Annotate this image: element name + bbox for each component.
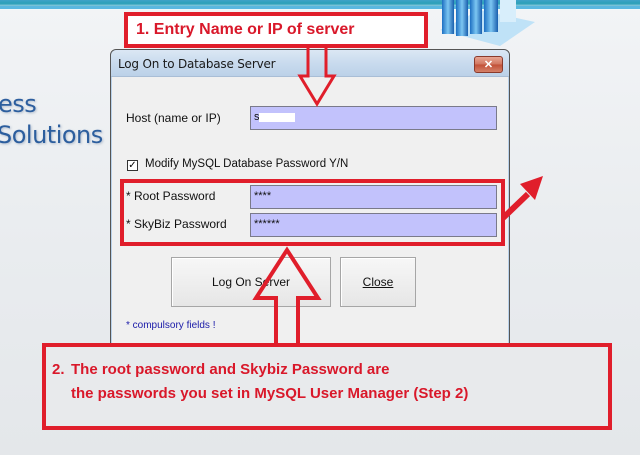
step2-callout-box bbox=[42, 343, 612, 430]
branding-text-line1: ess bbox=[0, 90, 37, 118]
dialog-titlebar[interactable]: Log On to Database Server ✕ bbox=[111, 50, 509, 77]
host-input[interactable]: s bbox=[250, 106, 497, 130]
step2-line1: The root password and Skybiz Password ar… bbox=[71, 361, 390, 378]
skybiz-password-label: * SkyBiz Password bbox=[126, 217, 227, 231]
branding-text-line2: Solutions bbox=[0, 121, 103, 149]
dialog-title: Log On to Database Server bbox=[118, 57, 276, 71]
root-password-label: * Root Password bbox=[126, 189, 216, 203]
modify-password-label: Modify MySQL Database Password Y/N bbox=[145, 158, 349, 170]
host-label: Host (name or IP) bbox=[126, 111, 221, 125]
step1-callout-box bbox=[124, 12, 428, 48]
compulsory-note: * compulsory fields ! bbox=[126, 320, 216, 331]
host-redaction bbox=[259, 113, 295, 122]
close-x-icon: ✕ bbox=[483, 59, 494, 71]
step1-callout-text: 1. Entry Name or IP of server bbox=[136, 21, 355, 38]
log-on-dialog: Log On to Database Server ✕ Host (name o… bbox=[110, 49, 510, 349]
modify-password-checkbox[interactable]: ✓ bbox=[127, 160, 138, 171]
bar-chart-logo-icon bbox=[440, 0, 535, 46]
step2-line2: the passwords you set in MySQL User Mana… bbox=[71, 385, 469, 402]
checkmark-icon: ✓ bbox=[128, 160, 137, 171]
skybiz-password-value: ****** bbox=[254, 218, 280, 230]
close-button-label: Close bbox=[362, 275, 394, 289]
dialog-close-button[interactable]: ✕ bbox=[474, 56, 503, 73]
log-on-server-button[interactable]: Log On Server bbox=[171, 257, 331, 307]
host-value: s bbox=[254, 111, 260, 123]
banner-stripe-accent bbox=[0, 6, 640, 9]
password-highlight-box bbox=[120, 179, 505, 246]
skybiz-password-input[interactable]: ****** bbox=[250, 213, 497, 237]
step2-number: 2. bbox=[52, 361, 65, 378]
close-button[interactable]: Close bbox=[340, 257, 416, 307]
banner-stripe bbox=[0, 0, 640, 10]
root-password-value: **** bbox=[254, 190, 272, 202]
root-password-input[interactable]: **** bbox=[250, 185, 497, 209]
